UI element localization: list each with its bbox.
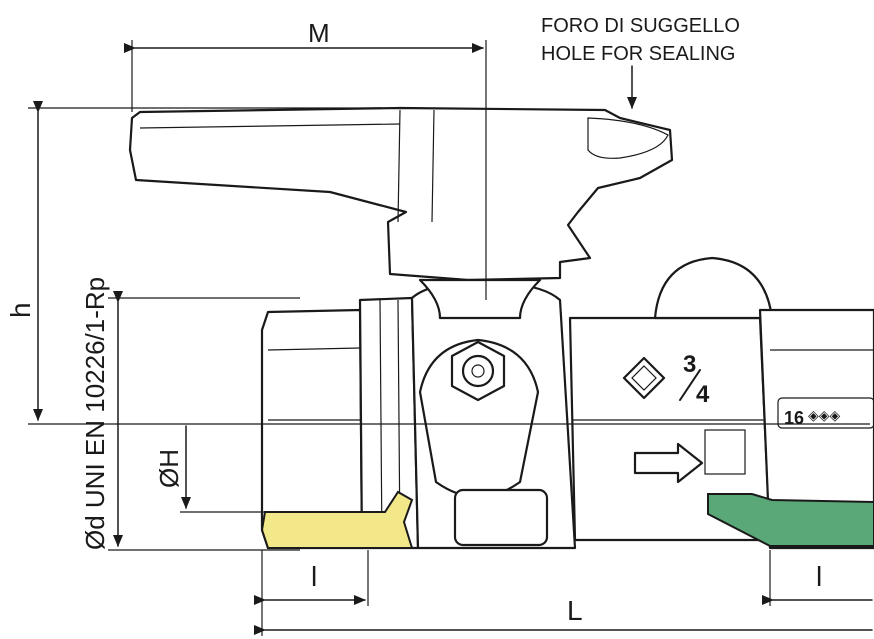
size-denominator: 4: [696, 381, 710, 408]
lever-handle: [128, 106, 674, 320]
dimension-h-diameter-label: ØH: [154, 449, 184, 488]
dimension-lines: [28, 40, 873, 636]
dimension-l-left-label: l: [311, 561, 317, 592]
body-marking: 16: [784, 408, 804, 428]
dimension-d-label: Ød UNI EN 10226/1-Rp: [80, 277, 110, 550]
dimension-m-label: M: [308, 18, 330, 48]
outlet-seal: [707, 493, 874, 547]
dimension-l-right-label: l: [816, 561, 822, 592]
inlet-seal: [260, 490, 414, 549]
marking-symbols: ◈◈◈: [808, 407, 841, 423]
size-numerator: 3: [683, 351, 696, 378]
sealing-hole-label-en: HOLE FOR SEALING: [541, 43, 736, 65]
dimension-h-label: h: [5, 302, 36, 318]
dimension-l-total-label: L: [567, 595, 583, 626]
valve-body: [260, 256, 874, 550]
sealing-hole-label-it: FORO DI SUGGELLO: [541, 15, 740, 37]
